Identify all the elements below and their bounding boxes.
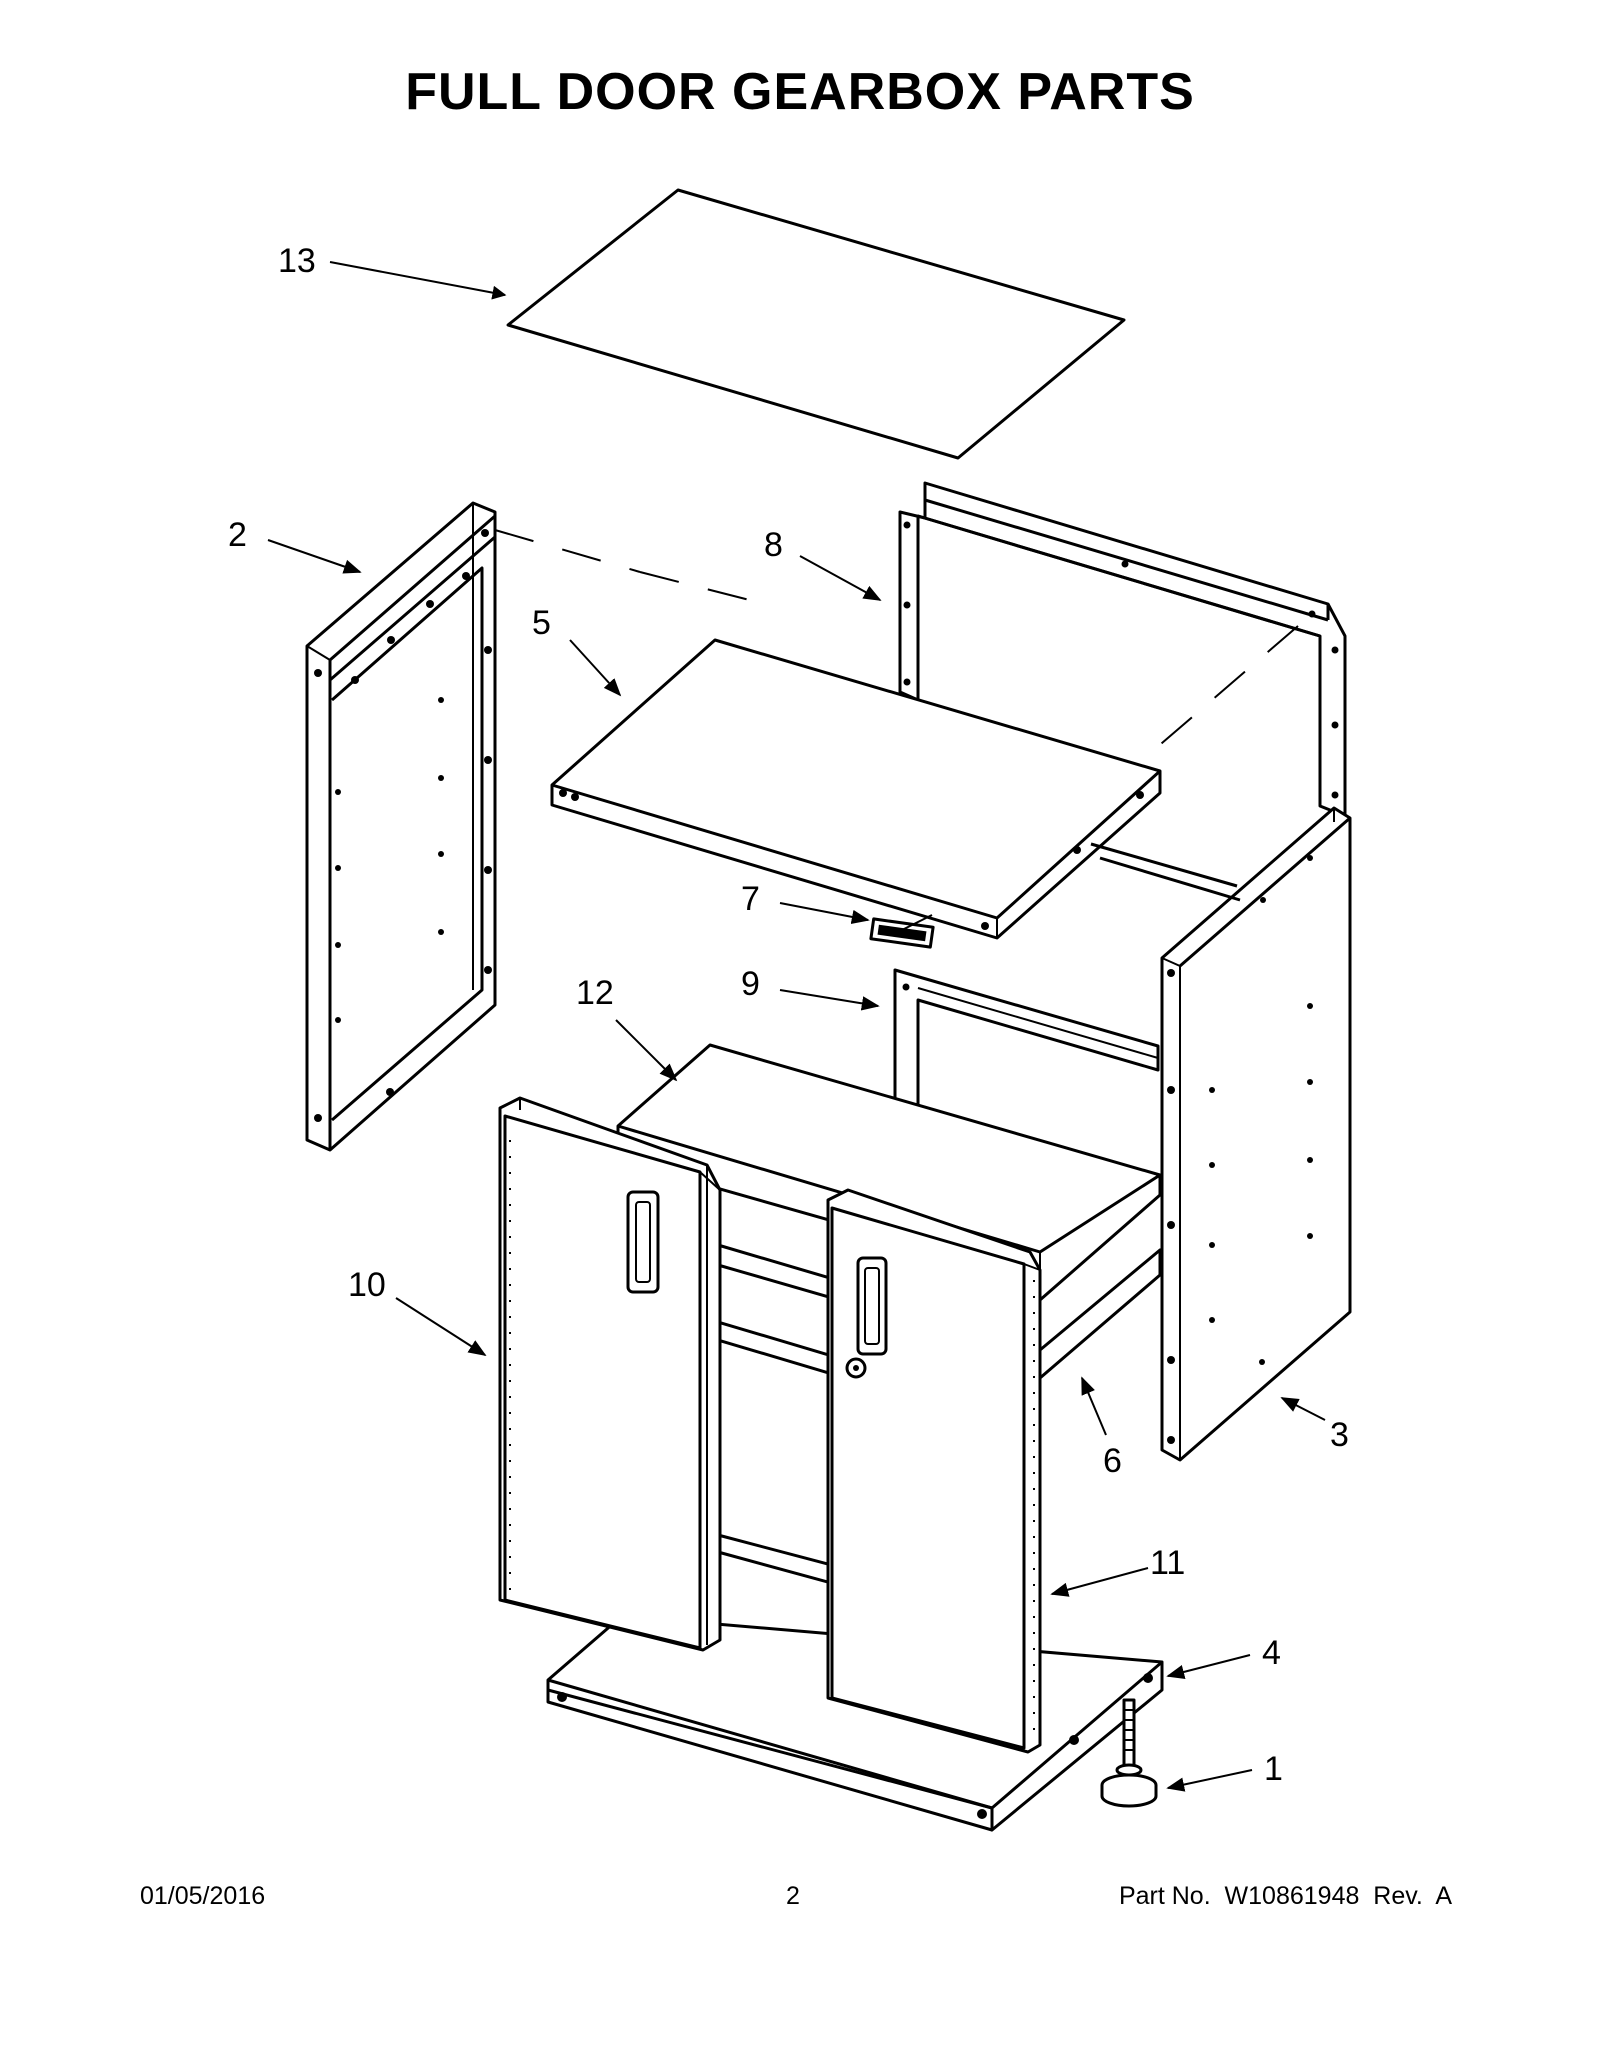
- callout-5: 5: [532, 604, 551, 642]
- callout-2: 2: [228, 516, 247, 554]
- part-8-back-panel: [898, 481, 1347, 818]
- part-7-badge: [869, 917, 935, 949]
- part-1-leveling-foot: [1100, 1698, 1158, 1808]
- part-11-right-door: [826, 1188, 1042, 1754]
- callout-11: 11: [1150, 1544, 1185, 1582]
- page-title: FULL DOOR GEARBOX PARTS: [405, 63, 1195, 121]
- callout-1: 1: [1264, 1750, 1283, 1788]
- callout-10: 10: [348, 1266, 386, 1304]
- callout-7: 7: [741, 880, 760, 918]
- part-13-top-panel: [506, 188, 1126, 460]
- callout-4: 4: [1262, 1634, 1281, 1672]
- callout-6: 6: [1103, 1442, 1122, 1480]
- callout-9: 9: [741, 965, 760, 1003]
- part-9-back-frame: [893, 968, 1160, 1110]
- part-2-left-side-panel: [305, 501, 497, 1152]
- callout-8: 8: [764, 526, 783, 564]
- footer-page-number: 2: [786, 1882, 800, 1910]
- callout-12: 12: [576, 974, 614, 1012]
- callout-13: 13: [278, 242, 316, 280]
- part-5-shelf: [550, 638, 1162, 940]
- footer-date: 01/05/2016: [140, 1882, 266, 1910]
- part-10-left-door: [498, 1096, 722, 1652]
- part-3-right-side-panel: [1090, 806, 1352, 1462]
- footer-part-number: Part No. W10861948 Rev. A: [1118, 1882, 1452, 1910]
- callout-3: 3: [1330, 1416, 1349, 1454]
